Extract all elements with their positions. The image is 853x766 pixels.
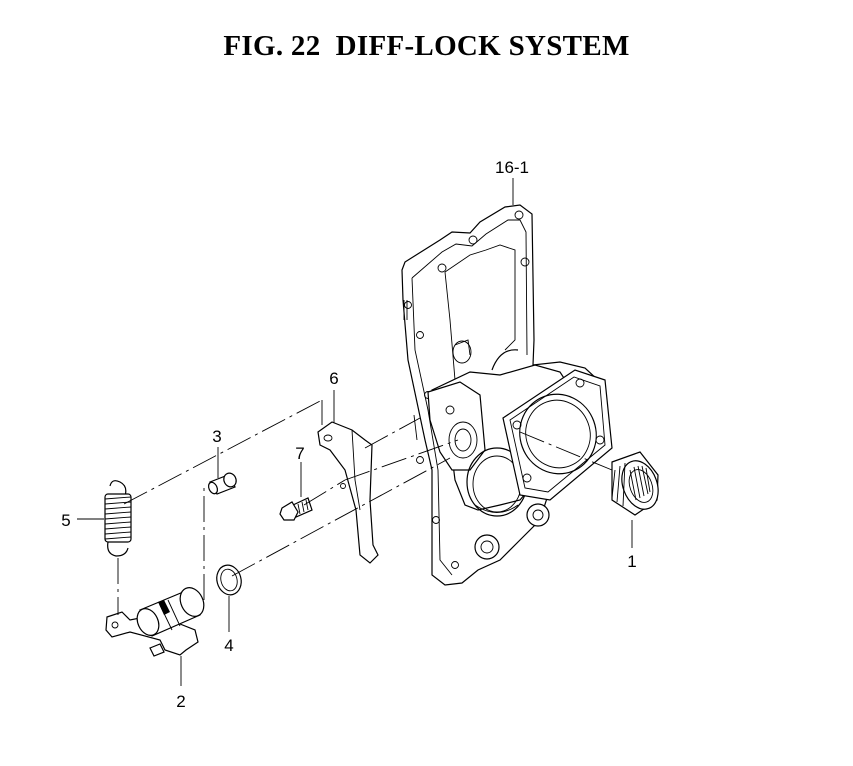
part-6-lever-plate — [317, 421, 379, 564]
part-5-spring — [104, 480, 132, 557]
figure-title: FIG. 22 DIFF-LOCK SYSTEM — [223, 30, 630, 62]
callout-4: 4 — [224, 636, 233, 655]
part-16-1-cover-plate — [401, 204, 613, 586]
part-2-shift-arm — [105, 587, 205, 657]
callout-7: 7 — [295, 444, 304, 463]
part-3-pin — [207, 472, 237, 495]
part-7-bolt — [279, 497, 313, 521]
callout-2: 2 — [176, 692, 185, 711]
callout-6: 6 — [329, 369, 338, 388]
callout-16-1: 16-1 — [495, 158, 529, 177]
part-4-o-ring — [216, 564, 242, 596]
part-1-splined-collar — [611, 451, 659, 516]
leader-lines — [77, 178, 633, 686]
assembly-lines — [117, 399, 613, 615]
callout-3: 3 — [212, 427, 221, 446]
callout-1: 1 — [627, 552, 636, 571]
callout-5: 5 — [61, 511, 70, 530]
